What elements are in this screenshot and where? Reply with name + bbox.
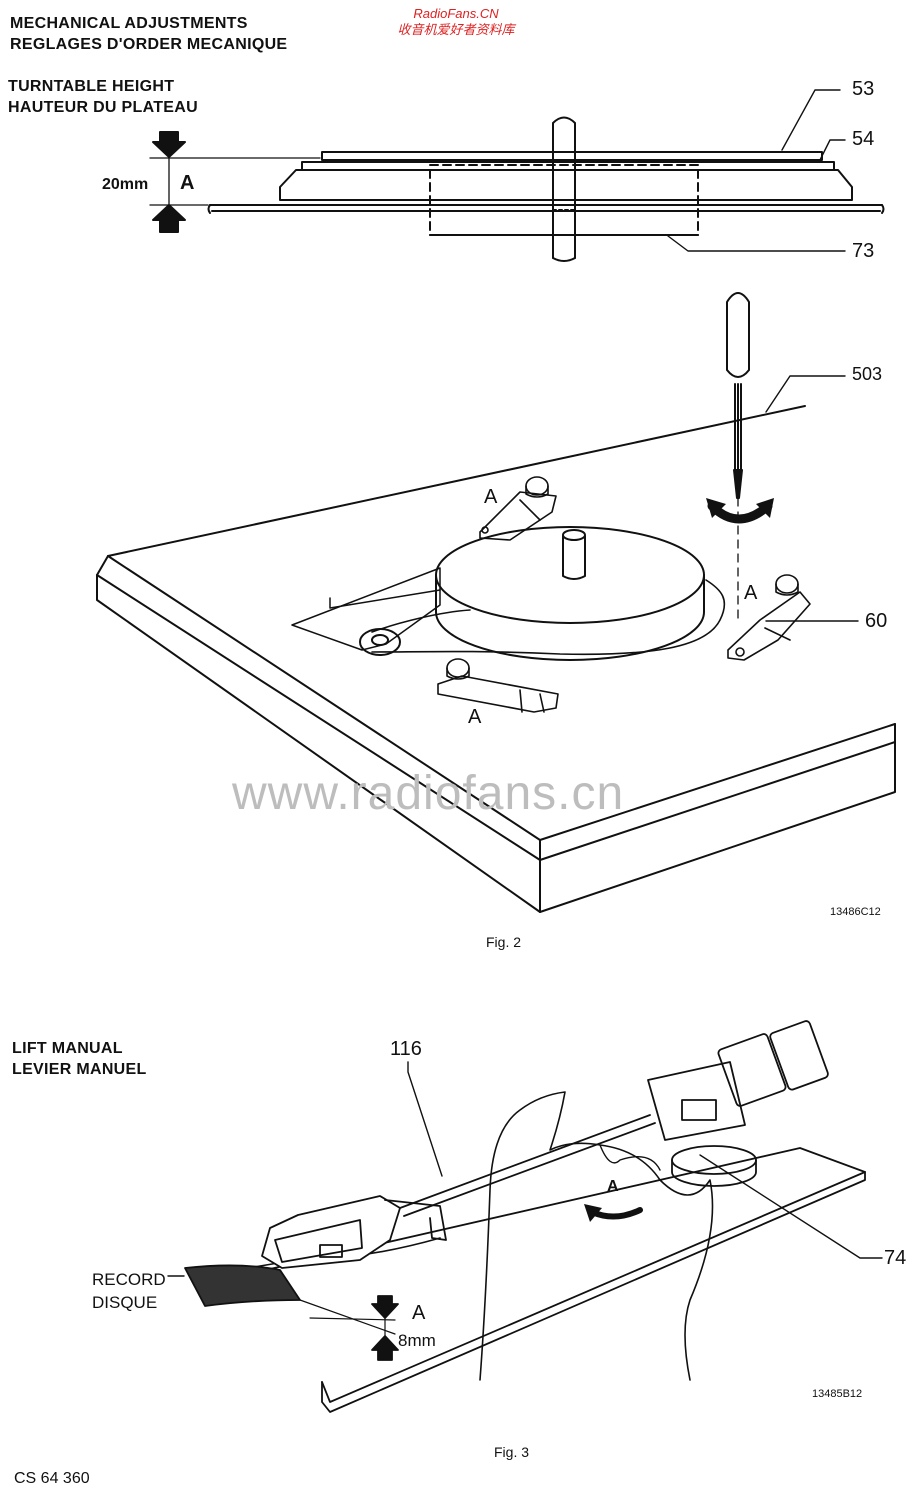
turntable-chassis-diagram [96,292,896,913]
tonearm-lift-diagram [167,1020,883,1413]
arrow-up [152,204,186,233]
record-en: RECORD [92,1270,166,1289]
leader-74 [699,1154,883,1259]
lift-manual-en: LIFT MANUAL [12,1040,123,1057]
label-a-gap: A [412,1302,426,1324]
spindle-fig2 [562,535,586,580]
pivot-base [671,1145,757,1175]
hand [479,1091,714,1381]
callout-73: 73 [852,240,875,262]
label-a-lever: A [607,1178,619,1195]
watermark-header: RadioFans.CN 收音机爱好者资料库 [386,6,526,38]
drawing-code-fig3: 13485B12 [812,1388,863,1400]
watermark-cn: 收音机爱好者资料库 [397,22,515,37]
section-heading: MECHANICAL ADJUSTMENTS REGLAGES D'ORDER … [10,13,287,55]
record-fr: DISQUE [92,1293,158,1312]
caption-fig3: Fig. 3 [494,1444,530,1460]
document-code: CS 64 360 [14,1470,90,1487]
callout-54: 54 [852,128,875,150]
adjuster-right [727,574,811,661]
dimension-20mm: 20mm [102,176,149,193]
turntable-height-fr: HAUTEUR DU PLATEAU [8,99,198,116]
caption-fig2: Fig. 2 [486,934,522,950]
arrow-down [152,131,186,158]
callout-503: 503 [852,364,883,384]
tonearm-tube [399,1114,651,1209]
label-a-height: A [180,172,195,194]
record-label: RECORD DISQUE [92,1268,166,1314]
platter-top-rim [321,151,823,161]
leader-53 [781,89,841,151]
label-a-bottom: A [468,706,482,728]
callout-53: 53 [852,78,875,100]
adjuster-top [479,476,557,541]
gap-arrow-up [371,1335,399,1361]
turntable-height-heading: TURNTABLE HEIGHT HAUTEUR DU PLATEAU [8,76,198,118]
turntable-height-diagram [149,89,885,262]
headshell [261,1195,447,1269]
dimension-8mm: 8mm [398,1331,436,1350]
label-a-right: A [744,582,758,604]
callout-116: 116 [390,1038,422,1060]
turntable-height-en: TURNTABLE HEIGHT [8,78,175,95]
spindle [552,116,576,259]
drawing-code-fig2: 13486C12 [830,906,881,918]
gap-arrow-down [371,1295,399,1319]
heading-en: MECHANICAL ADJUSTMENTS [10,15,248,32]
watermark-center: www.radiofans.cn [232,767,625,820]
platter-top [435,526,705,624]
adjuster-bottom [437,658,559,713]
lift-manual-heading: LIFT MANUAL LEVIER MANUEL [12,1038,147,1080]
watermark-site: RadioFans.CN [413,6,499,21]
heading-fr: REGLAGES D'ORDER MECANIQUE [10,36,288,53]
platter-body [279,169,853,201]
lift-manual-fr: LEVIER MANUEL [12,1061,147,1078]
label-a-top: A [484,486,498,508]
leader-54 [819,139,846,161]
chassis-top-edge [107,405,806,557]
leader-503 [765,375,846,413]
leader-116 [407,1061,443,1177]
motor-pulley [359,628,401,656]
callout-74: 74 [884,1247,907,1269]
callout-60: 60 [865,610,888,632]
counterweight [717,1033,787,1107]
leader-73 [667,235,846,252]
screwdriver [726,292,750,621]
